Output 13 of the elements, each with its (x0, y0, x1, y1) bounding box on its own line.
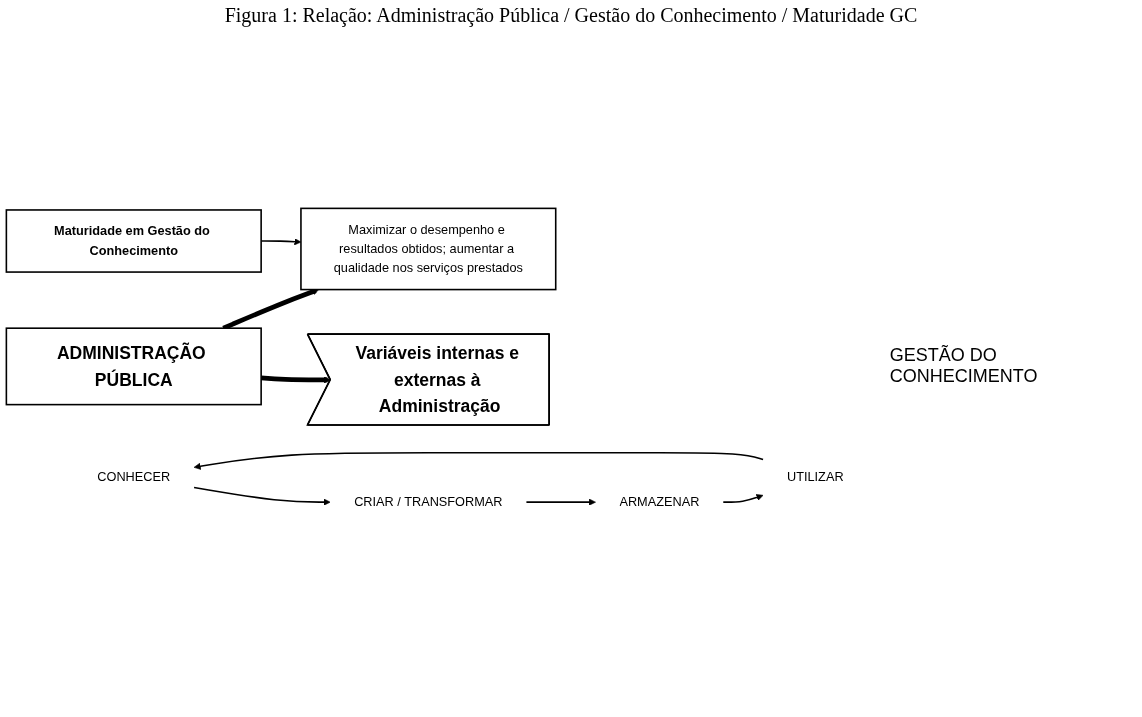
arrow (525, 498, 596, 506)
arrow (193, 451, 764, 470)
node-box: Maximizar o desempenho e resultados obtidos; aumentar a qualidade nos serviços prestados (300, 207, 557, 291)
arrow (193, 486, 331, 506)
arrow (722, 494, 764, 503)
center-label: GESTÃO DO CONHECIMENTO (889, 345, 1039, 387)
node-text: UTILIZAR (786, 470, 844, 484)
node-text: CRIAR / TRANSFORMAR (354, 494, 503, 509)
figure-title: Figura 1: Relação: Administração Pública / Gestão do Conhecimento / Maturidade GC (223, 4, 919, 27)
node-box: ADMINISTRAÇÃO PÚBLICA (5, 327, 262, 406)
node-text: ARMAZENAR (619, 494, 700, 509)
node-box: Maturidade em Gestão do Conhecimento (5, 209, 262, 273)
node-text: CONHECER (97, 470, 171, 484)
